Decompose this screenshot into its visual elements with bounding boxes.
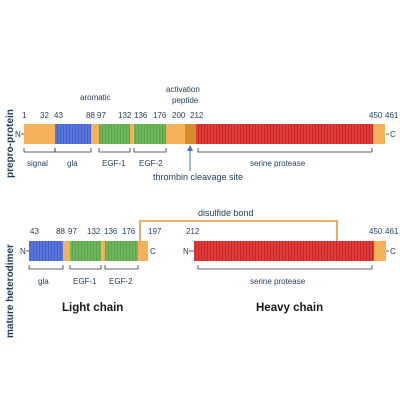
egf1-bracket xyxy=(98,148,131,153)
thrombin-arrow-icon xyxy=(187,145,193,151)
light-chain-c-segment xyxy=(138,241,148,261)
disulfide-bond-label: disulfide bond xyxy=(198,208,254,218)
position-label: 32 xyxy=(40,111,49,120)
position-label: 212 xyxy=(190,111,204,120)
heavy-chain-title: Heavy chain xyxy=(256,302,323,314)
c-terminus-label: C xyxy=(390,130,396,139)
c-terminal-segment xyxy=(374,241,386,261)
signal-label: signal xyxy=(27,159,48,168)
mature-heterodimer-label: mature heterodimer xyxy=(5,244,16,338)
aromatic-linker xyxy=(63,241,70,261)
signal-bracket xyxy=(23,148,56,153)
light-c-terminus-label: C xyxy=(150,247,156,256)
position-label: 212 xyxy=(186,227,200,236)
n-terminus-label: N xyxy=(15,130,21,139)
position-label: 132 xyxy=(118,111,132,120)
pre-activation-linker xyxy=(166,124,185,144)
egf-linker xyxy=(101,241,105,261)
position-label: 136 xyxy=(134,111,148,120)
position-label: 176 xyxy=(122,227,136,236)
position-label: 176 xyxy=(153,111,167,120)
c-terminal-segment xyxy=(373,124,385,144)
prepro-protein-row: 1 32 43 88 97 132 136 176 200 212 450 46… xyxy=(15,85,399,182)
position-label: 88 xyxy=(56,227,65,236)
disulfide-bond-line xyxy=(139,220,338,244)
gla-bracket xyxy=(28,265,64,270)
heavy-n-terminus-label: N xyxy=(183,247,189,256)
mature-heterodimer-row: disulfide bond 43 88 97 132 136 176 197 … xyxy=(20,208,399,314)
position-label: 97 xyxy=(68,227,77,236)
egf1-label: EGF-1 xyxy=(73,277,97,286)
serine-protease-bracket xyxy=(197,148,373,153)
egf1-label: EGF-1 xyxy=(102,159,126,168)
serine-protease-label: serine protease xyxy=(250,277,306,286)
position-label: 1 xyxy=(22,111,27,120)
prepro-protein-label: prepro-protein xyxy=(5,109,16,178)
thrombin-cleavage-label: thrombin cleavage site xyxy=(153,172,243,182)
position-label: 88 xyxy=(86,111,95,120)
position-label: 197 xyxy=(148,227,162,236)
position-label: 461 xyxy=(385,111,399,120)
signal-segment xyxy=(24,124,55,144)
gla-label: gla xyxy=(67,159,78,168)
egf2-label: EGF-2 xyxy=(139,159,163,168)
position-label: 136 xyxy=(104,227,118,236)
activation-label: activation xyxy=(166,85,200,94)
position-label: 461 xyxy=(385,227,399,236)
serine-protease-bracket xyxy=(197,265,373,270)
position-label: 450 xyxy=(369,111,383,120)
egf1-bracket xyxy=(69,265,102,270)
light-n-terminus-label: N xyxy=(20,247,26,256)
peptide-label: peptide xyxy=(172,96,199,105)
position-label: 43 xyxy=(30,227,39,236)
aromatic-label: aromatic xyxy=(80,93,111,102)
gla-label: gla xyxy=(38,277,49,286)
position-label: 43 xyxy=(54,111,63,120)
activation-peptide-segment xyxy=(185,124,196,144)
position-label: 450 xyxy=(369,227,383,236)
egf-linker xyxy=(130,124,134,144)
light-chain-title: Light chain xyxy=(62,302,123,314)
gla-bracket xyxy=(54,148,92,153)
position-label: 132 xyxy=(87,227,101,236)
position-label: 97 xyxy=(97,111,106,120)
egf2-bracket xyxy=(133,148,167,153)
aromatic-linker xyxy=(91,124,99,144)
heavy-c-terminus-label: C xyxy=(390,247,396,256)
egf2-bracket xyxy=(104,265,139,270)
serine-protease-label: serine protease xyxy=(250,159,306,168)
position-label: 200 xyxy=(172,111,186,120)
egf2-label: EGF-2 xyxy=(109,277,133,286)
